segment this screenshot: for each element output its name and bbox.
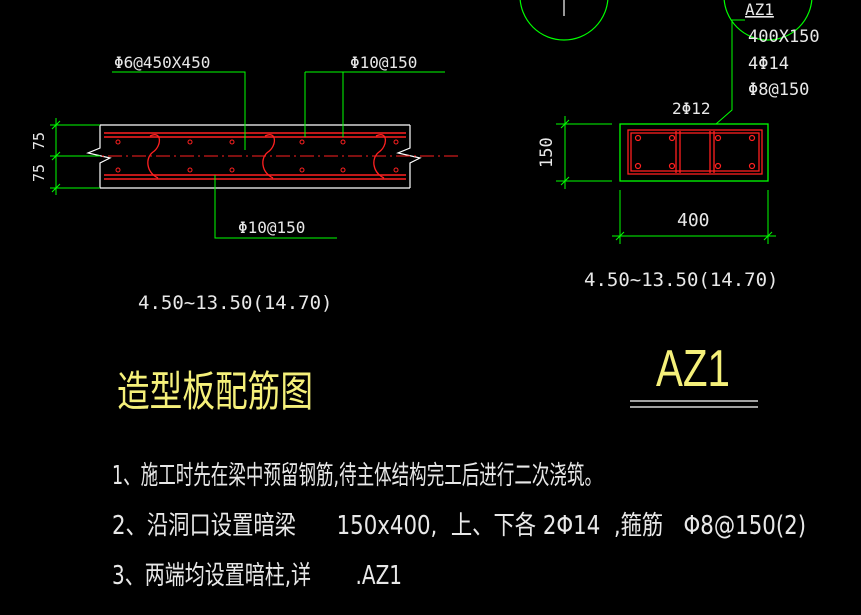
column-section: AZ1 400X150 4Φ14 Φ8@150 2Φ12 [519,0,820,408]
slab-rebar [104,132,406,180]
dim-column-width: 400 [677,210,710,231]
slab-section: Φ6@450X450 Φ10@150 Φ10@150 75 75 4.50~13… [30,53,458,416]
column-title: AZ1 [656,340,730,398]
column-leader [715,19,745,125]
dim-column-height: 150 [537,137,557,168]
column-dimensions [556,116,776,244]
column-bars [634,134,756,170]
column-stirrups [627,129,763,175]
note-3: 3、两端均设置暗柱,详 .AZ1 [112,561,402,591]
axis-bubbles [519,0,813,41]
column-size: 400X150 [748,27,820,47]
column-top-bars: 2Φ12 [672,99,711,118]
dim-top-75: 75 [30,132,48,150]
note-1: 1、施工时先在梁中预留钢筋,待主体结构完工后进行二次浇筑。 [112,461,602,491]
label-distribution-bar: Φ6@450X450 [114,53,210,72]
slab-title: 造型板配筋图 [117,367,313,416]
column-elevation: 4.50~13.50(14.70) [584,269,778,291]
label-top-bar: Φ10@150 [350,53,417,72]
slab-ties [147,134,387,179]
label-bottom-bar: Φ10@150 [238,218,305,237]
column-stirrup: Φ8@150 [748,80,809,100]
column-outline [619,123,769,182]
slab-leaders [50,71,445,239]
dim-bottom-75: 75 [30,164,48,182]
notes: 1、施工时先在梁中预留钢筋,待主体结构完工后进行二次浇筑。 2、沿洞口设置暗梁 … [112,461,806,591]
column-main-bars: 4Φ14 [748,54,789,74]
slab-bar-dots [115,139,399,173]
note-2: 2、沿洞口设置暗梁 150x400, 上、下各 2Φ14 ,箍筋 Φ8@150(… [112,511,806,541]
slab-elevation: 4.50~13.50(14.70) [138,292,332,314]
column-tag: AZ1 [745,0,774,19]
